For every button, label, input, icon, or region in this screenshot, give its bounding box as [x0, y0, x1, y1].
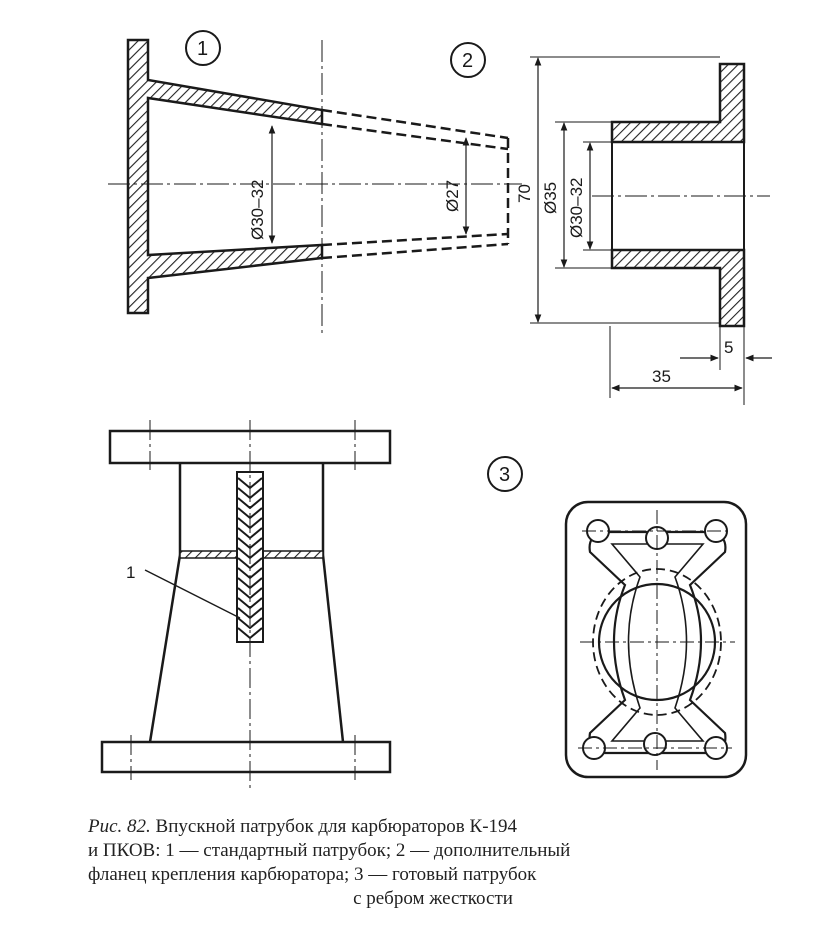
dim-label-d30-32-left: Ø30–32	[248, 180, 267, 241]
caption-line-4: с ребром жесткости	[353, 888, 513, 909]
part-3-side-view: 1	[100, 420, 392, 790]
caption-line-2: и ПКОВ: 1 — стандартный патрубок; 2 — до…	[88, 840, 571, 861]
caption-line-1-text: Впускной патрубок для карбюраторов К-194	[155, 816, 518, 837]
part-number-3-circle	[487, 456, 523, 492]
diamond-flange-inner	[610, 543, 705, 742]
dim-label-35: 35	[652, 367, 671, 386]
bolt-holes	[582, 519, 728, 760]
caption-line-1: Рис. 82. Впускной патрубок для карбюрато…	[88, 815, 778, 839]
leader-label-1: 1	[126, 563, 135, 582]
bottom-flange	[100, 740, 392, 774]
part-2-additional-flange: 70 Ø35 Ø30–32 5 35 2	[450, 42, 772, 405]
part-2-top-section	[610, 62, 746, 144]
caption-line-3: фланец крепления карбюратора; 3 — готовы…	[88, 864, 537, 885]
caption-figure-label: Рис. 82.	[88, 816, 151, 837]
dim-label-d35: Ø35	[541, 182, 560, 214]
part-number-1-circle	[185, 30, 221, 66]
dim-label-d27: Ø27	[443, 180, 462, 212]
dim-label-d30-32-right: Ø30–32	[567, 178, 586, 239]
leader-line-1	[144, 569, 241, 619]
figure-caption: Рис. 82. Впускной патрубок для карбюрато…	[88, 815, 778, 911]
part-number-3: 3	[499, 464, 510, 486]
part-1-extension-dashed	[321, 108, 510, 260]
part-1-standard-pipe: Ø30–32 Ø27 1	[108, 30, 522, 335]
part-2-bottom-section	[610, 248, 746, 328]
part-number-2-circle	[450, 42, 486, 78]
part-number-2: 2	[462, 50, 473, 72]
part-1-flange-section	[126, 38, 324, 315]
part-3-top-view: 3	[487, 456, 748, 779]
dim-label-70: 70	[515, 184, 534, 203]
part-number-1: 1	[197, 38, 208, 60]
dim-label-5: 5	[724, 338, 733, 357]
